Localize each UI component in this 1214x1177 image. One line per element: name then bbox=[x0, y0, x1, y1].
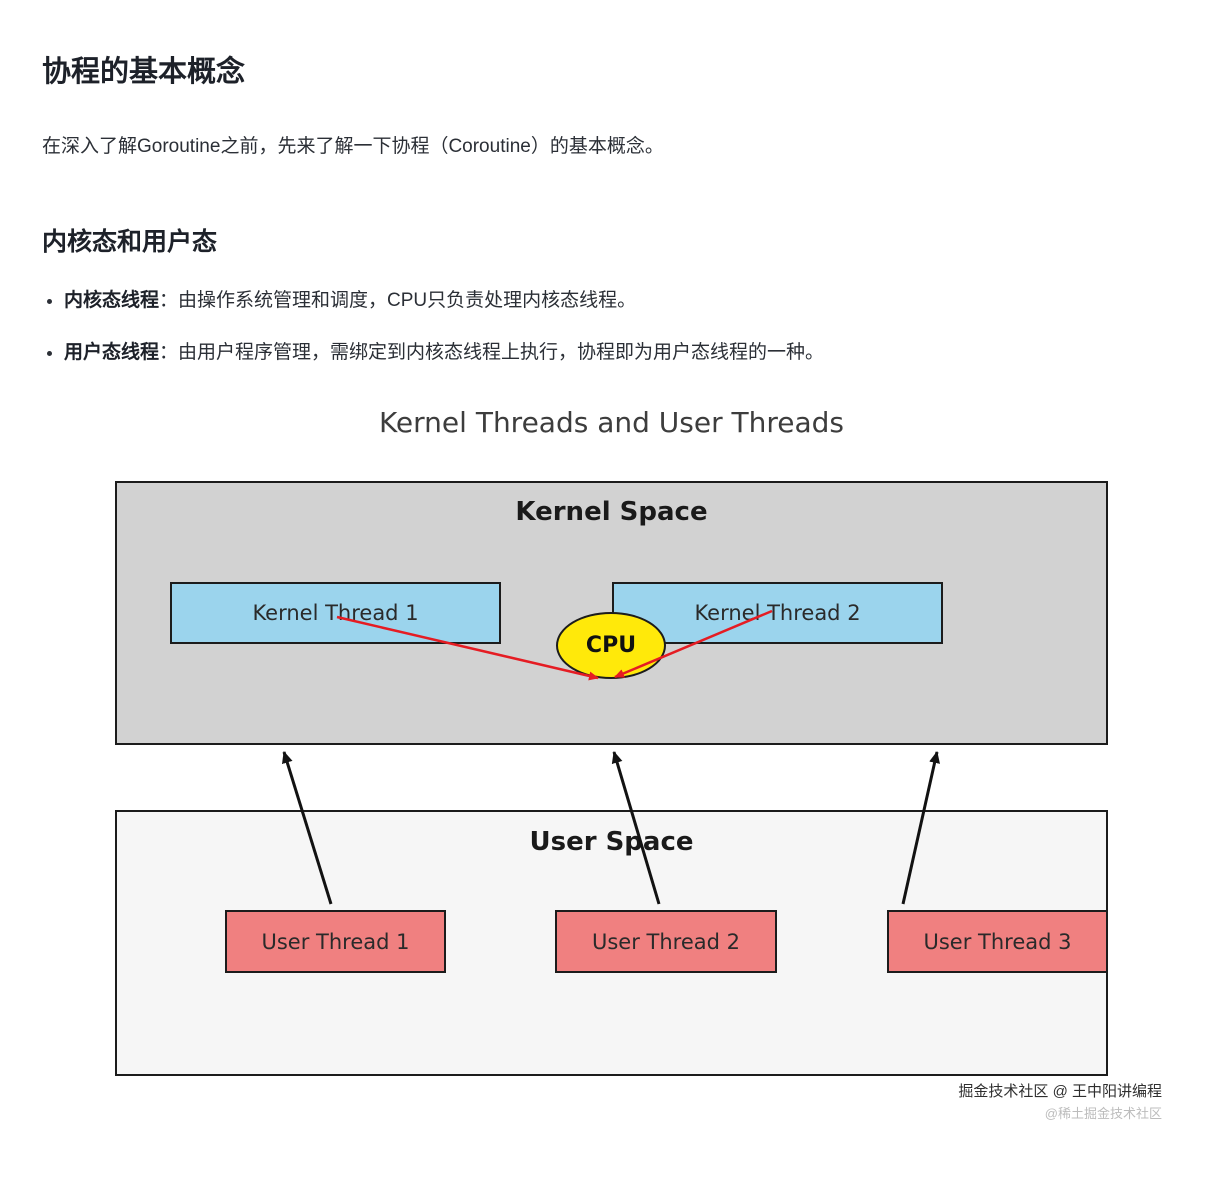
user-thread-2-label: User Thread 2 bbox=[591, 929, 740, 954]
user-thread-3-label: User Thread 3 bbox=[923, 929, 1072, 954]
bullet-text: ：由用户程序管理，需绑定到内核态线程上执行，协程即为用户态线程的一种。 bbox=[159, 342, 825, 363]
list-item-kernel-thread: 内核态线程：由操作系统管理和调度，CPU只负责处理内核态线程。 bbox=[64, 286, 1144, 316]
kernel-space-label: Kernel Space bbox=[515, 497, 708, 527]
kernel-thread-1-box: Kernel Thread 1 bbox=[170, 582, 501, 644]
cpu-label: CPU bbox=[585, 633, 637, 658]
user-thread-1-label: User Thread 1 bbox=[261, 929, 410, 954]
page-title: 协程的基本概念 bbox=[42, 56, 246, 88]
kernel-thread-2-label: Kernel Thread 2 bbox=[694, 601, 861, 625]
watermark: 掘金技术社区 @ 王中阳讲编程 @稀土掘金技术社区 bbox=[958, 1082, 1162, 1124]
user-thread-3-box: User Thread 3 bbox=[887, 910, 1108, 973]
concept-list: 内核态线程：由操作系统管理和调度，CPU只负责处理内核态线程。 用户态线程：由用… bbox=[64, 286, 1144, 390]
user-space-label: User Space bbox=[529, 827, 694, 857]
bullet-term: 用户态线程 bbox=[64, 342, 160, 363]
figure-title: Kernel Threads and User Threads bbox=[378, 406, 845, 439]
bullet-text: ：由操作系统管理和调度，CPU只负责处理内核态线程。 bbox=[159, 290, 637, 311]
user-thread-2-box: User Thread 2 bbox=[555, 910, 777, 973]
user-thread-1-box: User Thread 1 bbox=[225, 910, 446, 973]
cpu-ellipse: CPU bbox=[556, 612, 666, 679]
watermark-line2: @稀土掘金技术社区 bbox=[1044, 1106, 1162, 1121]
watermark-line1: 掘金技术社区 @ 王中阳讲编程 bbox=[958, 1083, 1162, 1100]
kernel-thread-1-label: Kernel Thread 1 bbox=[252, 601, 419, 625]
list-item-user-thread: 用户态线程：由用户程序管理，需绑定到内核态线程上执行，协程即为用户态线程的一种。 bbox=[64, 338, 1144, 368]
bullet-term: 内核态线程 bbox=[64, 290, 160, 311]
intro-paragraph: 在深入了解Goroutine之前，先来了解一下协程（Coroutine）的基本概… bbox=[42, 136, 664, 157]
section-heading: 内核态和用户态 bbox=[42, 228, 218, 256]
